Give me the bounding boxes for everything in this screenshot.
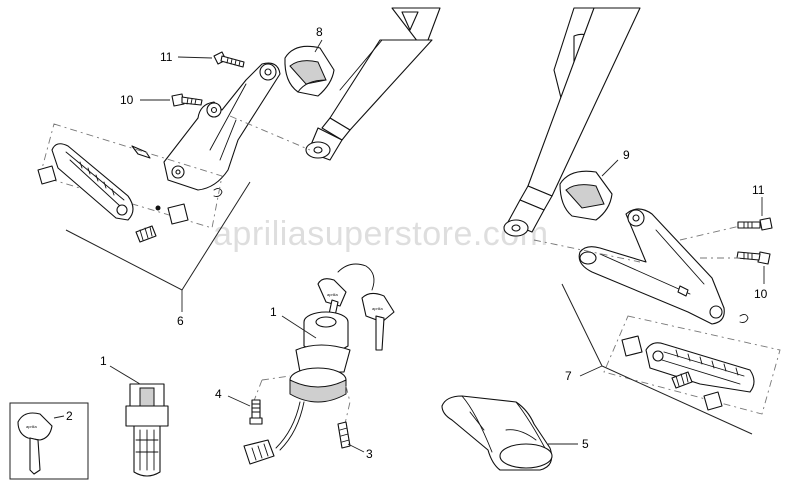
callout-5: 5 bbox=[582, 437, 589, 451]
bolt-dot bbox=[155, 205, 161, 211]
footpeg-right bbox=[645, 342, 755, 393]
rubber-pad-8 bbox=[284, 45, 335, 97]
axis-line-left bbox=[229, 115, 311, 151]
callout-11-left: 11 bbox=[160, 50, 173, 64]
rubber-pad-9 bbox=[559, 170, 613, 221]
screw-10-left bbox=[171, 93, 203, 107]
callout-11-right: 11 bbox=[752, 183, 765, 197]
clip-right bbox=[739, 313, 749, 323]
lock-barrel bbox=[125, 383, 169, 477]
key-2: aprilia bbox=[17, 412, 53, 475]
footpeg-box-right bbox=[603, 315, 781, 415]
callout-1-switch: 1 bbox=[270, 305, 277, 319]
screw-11-left bbox=[213, 51, 245, 68]
footpeg-bracket-left bbox=[163, 62, 281, 191]
footpeg-left bbox=[51, 143, 134, 221]
callout-6: 6 bbox=[177, 314, 184, 328]
clip-left bbox=[213, 187, 223, 197]
screw-10-right bbox=[736, 251, 771, 265]
footpeg-bracket-right bbox=[578, 208, 725, 325]
spring-right bbox=[671, 371, 693, 389]
callout-4: 4 bbox=[215, 387, 222, 401]
axis-line-right bbox=[533, 225, 741, 263]
frame-tube-right bbox=[503, 7, 641, 237]
callout-7: 7 bbox=[565, 369, 572, 383]
rubber-block-left bbox=[37, 165, 57, 185]
frame-tube-left bbox=[305, 7, 441, 161]
rubber-block-left-2 bbox=[167, 203, 189, 225]
footpeg-box-left bbox=[39, 123, 223, 229]
callout-10-left: 10 bbox=[120, 93, 134, 107]
key-brand-2: aprilia bbox=[372, 306, 383, 311]
rubber-block-right bbox=[621, 335, 643, 357]
ignition-switch: aprilia aprilia bbox=[243, 263, 395, 465]
callout-1-lock: 1 bbox=[100, 354, 107, 368]
key-brand-1: aprilia bbox=[327, 292, 338, 297]
screw-3 bbox=[337, 421, 351, 449]
callout-3: 3 bbox=[366, 447, 373, 461]
watermark-text: apriliasuperstore.com bbox=[213, 215, 549, 253]
pin-left bbox=[131, 145, 151, 159]
screw-11-right bbox=[737, 217, 773, 231]
callout-8: 8 bbox=[316, 25, 323, 39]
callout-2: 2 bbox=[66, 409, 73, 423]
screw-4 bbox=[249, 399, 263, 425]
key-box-2 bbox=[9, 402, 89, 480]
spring-left bbox=[135, 225, 157, 243]
tool-pouch-5 bbox=[441, 395, 553, 471]
rubber-block-right-2 bbox=[703, 391, 723, 411]
callout-9: 9 bbox=[623, 148, 630, 162]
key-brand-3: aprilia bbox=[26, 424, 37, 429]
callout-10-right: 10 bbox=[754, 287, 768, 301]
